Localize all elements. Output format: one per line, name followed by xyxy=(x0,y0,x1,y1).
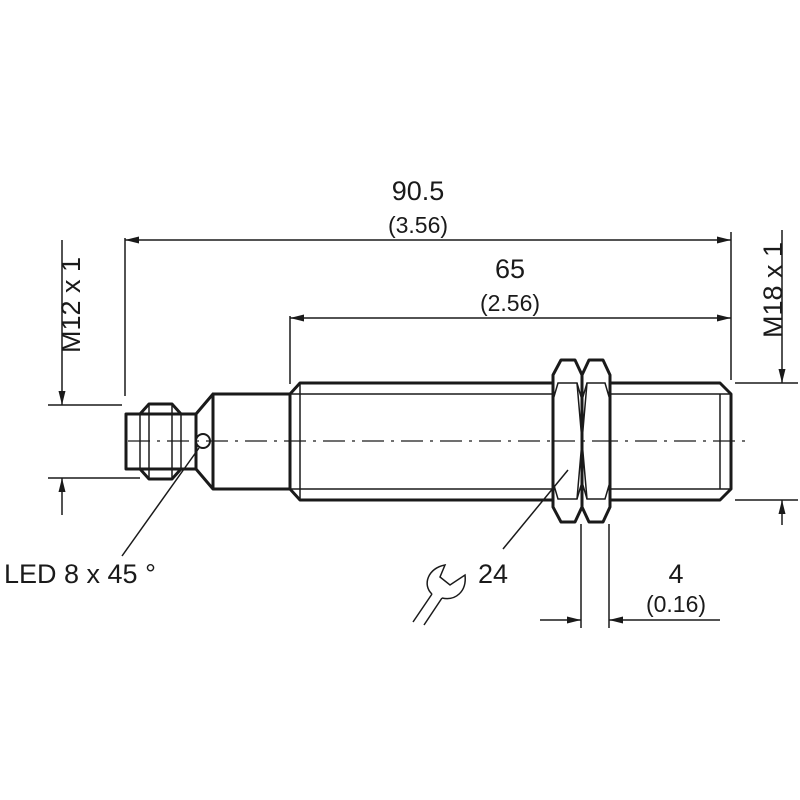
mounting-nuts xyxy=(551,358,612,524)
dimension-body-thread: M18 x 1 xyxy=(735,230,798,525)
dimension-nut-thickness: 4 (0.16) xyxy=(540,524,720,628)
thread-length-inch: (2.56) xyxy=(480,290,540,316)
overall-length-inch: (3.56) xyxy=(388,212,448,238)
wrench-callout: 24 xyxy=(412,469,569,626)
body-thread-label: M18 x 1 xyxy=(758,242,788,338)
wrench-icon xyxy=(412,564,466,626)
connector-thread-label: M12 x 1 xyxy=(56,257,86,353)
nut-thickness-inch: (0.16) xyxy=(646,591,706,617)
sensor-body xyxy=(124,381,745,502)
wrench-size: 24 xyxy=(478,559,508,589)
connector-nut xyxy=(138,402,183,481)
overall-length-value: 90.5 xyxy=(392,176,445,206)
led-label: LED 8 x 45 ° xyxy=(4,559,156,589)
dimension-overall-length: 90.5 (3.56) xyxy=(124,176,732,396)
nut-thickness-value: 4 xyxy=(668,559,683,589)
thread-length-value: 65 xyxy=(495,254,525,284)
dimension-connector-thread: M12 x 1 xyxy=(48,240,140,515)
led-callout: LED 8 x 45 ° xyxy=(4,447,200,589)
dimension-thread-length: 65 (2.56) xyxy=(289,254,731,384)
